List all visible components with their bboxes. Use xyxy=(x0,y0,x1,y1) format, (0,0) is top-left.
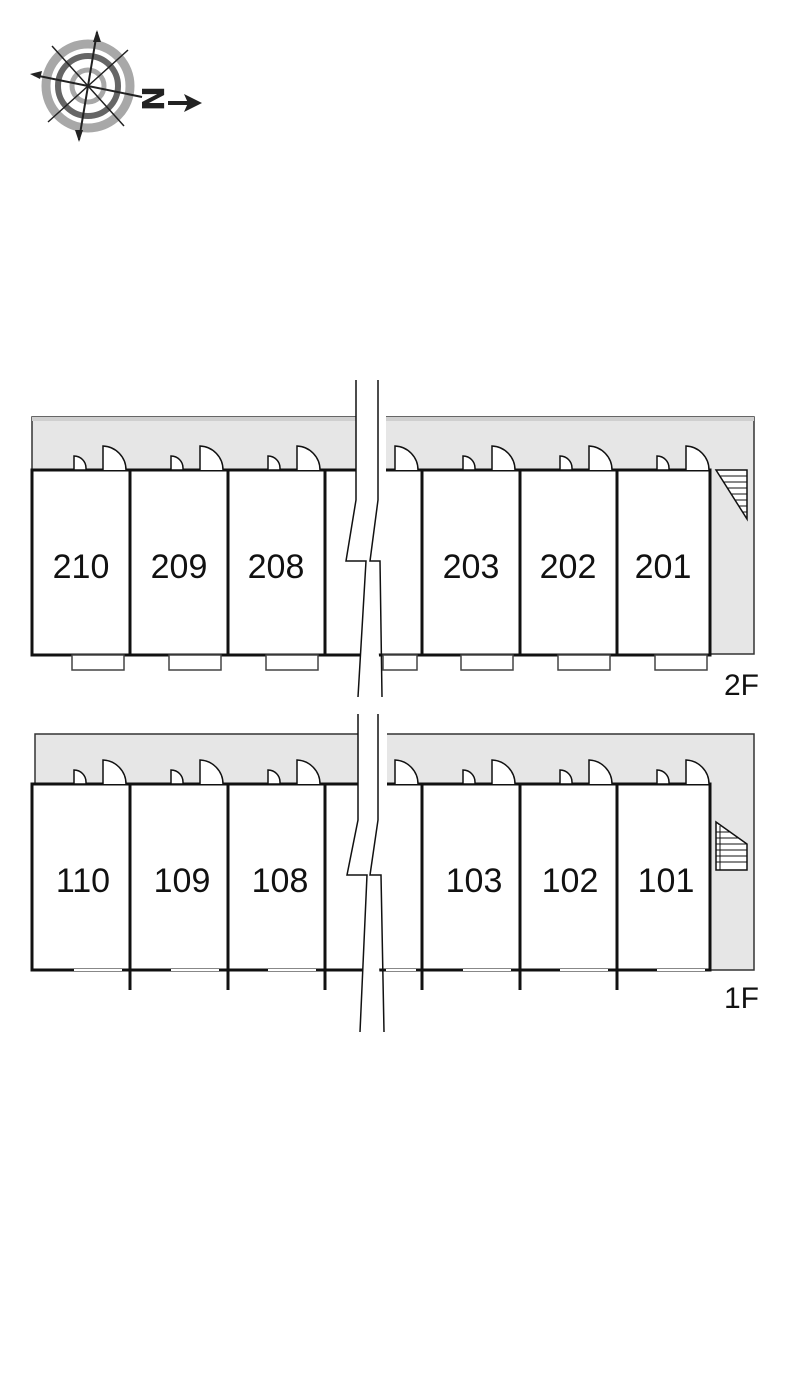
unit-103-label: 103 xyxy=(446,862,503,900)
doors-2f xyxy=(73,445,710,471)
unit-208-label: 208 xyxy=(248,548,305,586)
balconies-2f xyxy=(71,654,708,671)
floor-2f: 210 209 208 203 202 201 2F xyxy=(30,380,759,702)
compass-north-label: N xyxy=(134,86,169,111)
stairs-2f-icon xyxy=(714,469,748,522)
doors-1f xyxy=(73,759,710,785)
floor-2f-label: 2F xyxy=(724,669,759,702)
unit-203-label: 203 xyxy=(443,548,500,586)
floor-1f-label: 1F xyxy=(724,982,759,1015)
break-marker-1f xyxy=(346,714,387,1033)
stairs-1f-icon xyxy=(715,820,748,871)
unit-209-label: 209 xyxy=(151,548,208,586)
unit-102-label: 102 xyxy=(542,862,599,900)
break-marker-2f xyxy=(345,380,386,698)
unit-101-label: 101 xyxy=(638,862,695,900)
floor-1f: 110 109 108 103 102 101 1F xyxy=(30,714,759,1033)
unit-108-label: 108 xyxy=(252,862,309,900)
unit-201-label: 201 xyxy=(635,548,692,586)
unit-202-label: 202 xyxy=(540,548,597,586)
unit-110-label: 110 xyxy=(56,862,110,900)
compass-rose-icon: N xyxy=(30,30,202,142)
unit-109-label: 109 xyxy=(154,862,211,900)
unit-210-label: 210 xyxy=(53,548,110,586)
